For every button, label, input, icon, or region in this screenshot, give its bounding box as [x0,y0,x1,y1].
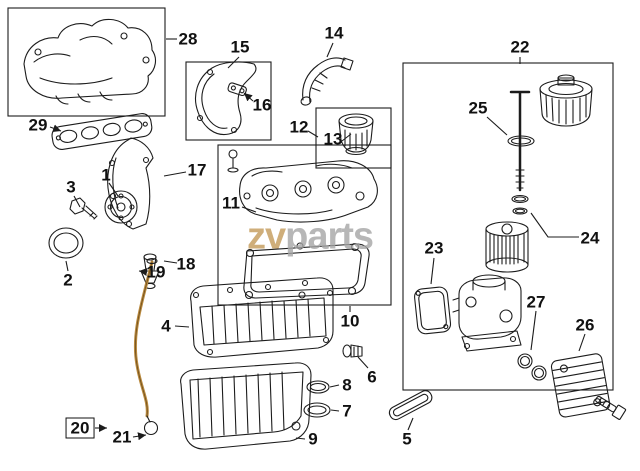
box-valve-cover [217,144,392,306]
leader-23 [430,257,435,285]
part-valve-cover [227,149,378,223]
callout-19[interactable]: 19 [146,262,166,282]
part-filter-element [485,221,529,273]
part-cooler-bolt [595,395,627,420]
leader-11 [241,206,257,213]
callout-21[interactable]: 21 [112,427,132,447]
callout-5[interactable]: 5 [402,429,412,449]
part-housing-gasket [414,286,452,335]
part-dipstick-tube [133,257,159,436]
leader-15 [227,56,240,69]
part-oring-large [507,135,535,147]
callout-6[interactable]: 6 [367,367,377,387]
leader-7 [330,409,340,412]
part-intake-manifold [23,18,157,105]
callout-14[interactable]: 14 [324,23,344,43]
leader-19 [138,268,148,276]
callout-3[interactable]: 3 [66,177,76,197]
callout-24[interactable]: 24 [580,228,600,248]
callout-16[interactable]: 16 [252,95,272,115]
leader-4 [174,325,190,328]
leader-17 [163,171,187,177]
leader-3 [73,195,81,208]
box-belt-cover [185,61,272,141]
callout-29[interactable]: 29 [28,115,48,135]
leader-9 [295,437,306,440]
callout-2[interactable]: 2 [63,270,73,290]
leader-13 [341,133,352,142]
part-orings-small [511,194,529,215]
part-pulley [104,190,138,224]
callout-26[interactable]: 26 [575,315,595,335]
callout-27[interactable]: 27 [526,292,546,312]
leader-26 [578,333,586,352]
part-belt-cover [194,61,257,136]
leader-6 [357,356,369,369]
part-cooler-gasket [388,390,433,421]
leader-5 [407,417,414,431]
leader-12 [307,130,319,138]
part-oil-cooler [550,353,611,418]
callout-1[interactable]: 1 [101,165,111,185]
part-crank-seal [48,227,84,259]
callout-20[interactable]: 20 [65,417,95,439]
part-filter-housing [452,274,522,352]
part-intake-gasket [51,113,153,150]
callout-28[interactable]: 28 [178,29,198,49]
leader-21 [132,432,147,441]
part-bracket [227,82,247,97]
callout-25[interactable]: 25 [468,98,488,118]
part-center-bolt [509,90,531,192]
part-drain-plug [342,344,363,358]
leader-1 [108,182,119,197]
leader-24 [530,212,579,238]
callout-13[interactable]: 13 [323,129,343,149]
leader-2 [65,260,69,272]
box-intake-manifold [7,7,166,117]
part-lower-oil-pan [180,362,312,450]
callout-11[interactable]: 11 [222,193,240,213]
part-cooler-orings [517,353,547,381]
leader-14 [326,42,334,58]
callout-18[interactable]: 18 [176,254,196,274]
part-timing-cover [107,137,154,230]
part-filter-cap [539,74,593,127]
part-crank-bolt [69,197,98,220]
callout-15[interactable]: 15 [230,37,250,57]
callout-9[interactable]: 9 [308,429,318,449]
group-boxes [7,7,614,391]
callout-4[interactable]: 4 [161,316,171,336]
part-upper-oil-pan [190,277,334,358]
leader-16 [243,92,254,102]
callout-7[interactable]: 7 [342,401,352,421]
leader-27 [530,310,537,351]
callout-12[interactable]: 12 [289,117,309,137]
leader-29 [49,124,62,133]
part-breather-hose [300,57,354,106]
part-valve-cover-gasket [243,242,370,300]
box-oil-cap [315,107,392,169]
group-parts [23,18,627,450]
leader-8 [329,384,340,388]
callout-22[interactable]: 22 [510,37,530,57]
box-filter-assembly [402,62,614,391]
part-seal-ring-7 [303,402,331,418]
callout-17[interactable]: 17 [187,160,207,180]
leader-25 [486,116,508,136]
group-leader-lines [49,38,586,441]
callout-8[interactable]: 8 [342,375,352,395]
part-oil-filler-cap [338,113,374,156]
callout-23[interactable]: 23 [424,238,444,258]
callout-10[interactable]: 10 [340,311,360,331]
leader-18 [163,260,178,264]
